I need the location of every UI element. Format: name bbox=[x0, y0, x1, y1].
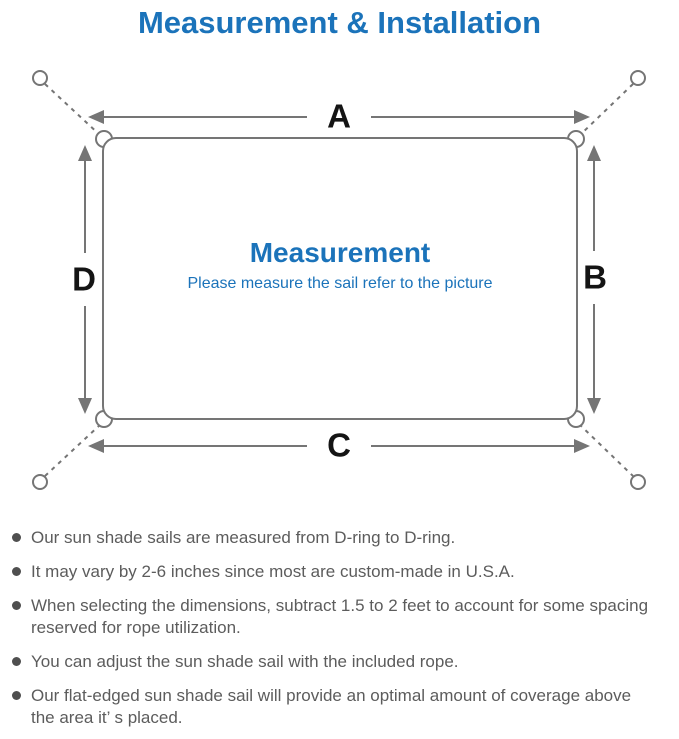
bullet-icon bbox=[12, 691, 21, 700]
dashed-rope-bottom-left bbox=[44, 423, 102, 477]
dimension-label-a: A bbox=[317, 99, 361, 133]
center-subtitle: Please measure the sail refer to the pic… bbox=[187, 275, 493, 292]
dimension-arrow-c bbox=[88, 439, 590, 453]
sail-diagram-svg bbox=[32, 70, 646, 490]
note-text: Our flat-edged sun shade sail will provi… bbox=[31, 686, 632, 705]
dimension-label-c: C bbox=[317, 428, 361, 462]
list-item: Our sun shade sails are measured from D-… bbox=[12, 527, 672, 549]
dimension-arrow-b bbox=[587, 145, 601, 414]
anchor-circle-bottom-left bbox=[32, 474, 48, 490]
bullet-icon bbox=[12, 533, 21, 542]
sail-outline bbox=[102, 137, 578, 420]
note-text: You can adjust the sun shade sail with t… bbox=[31, 652, 459, 671]
dimension-label-d: D bbox=[70, 256, 98, 302]
bullet-icon bbox=[12, 657, 21, 666]
note-text: It may vary by 2-6 inches since most are… bbox=[31, 562, 515, 581]
list-item: It may vary by 2-6 inches since most are… bbox=[12, 561, 672, 583]
center-heading: Measurement bbox=[249, 237, 431, 268]
sail-center-text: Measurement Please measure the sail refe… bbox=[130, 237, 550, 293]
dimension-arrow-a bbox=[88, 110, 590, 124]
anchor-circle-top-left bbox=[32, 70, 48, 86]
dashed-rope-top-right bbox=[578, 83, 634, 137]
list-item: When selecting the dimensions, subtract … bbox=[12, 595, 672, 639]
anchor-circle-bottom-right bbox=[630, 474, 646, 490]
bullet-icon bbox=[12, 567, 21, 576]
note-text: Our sun shade sails are measured from D-… bbox=[31, 528, 456, 547]
anchor-circle-top-right bbox=[630, 70, 646, 86]
dimension-arrow-d bbox=[78, 145, 92, 414]
measurement-diagram: A D B C Measurement Please measure the s… bbox=[0, 55, 679, 505]
bullet-icon bbox=[12, 601, 21, 610]
notes-list: Our sun shade sails are measured from D-… bbox=[0, 527, 672, 729]
dimension-label-b: B bbox=[581, 254, 609, 300]
dashed-rope-top-left bbox=[44, 83, 102, 137]
note-text: the area it’ s placed. bbox=[31, 708, 183, 727]
list-item: You can adjust the sun shade sail with t… bbox=[12, 651, 672, 673]
page-title: Measurement & Installation bbox=[137, 5, 542, 40]
note-text: reserved for rope utilization. bbox=[31, 618, 241, 637]
note-text: When selecting the dimensions, subtract … bbox=[31, 596, 649, 615]
list-item: Our flat-edged sun shade sail will provi… bbox=[12, 685, 672, 729]
dashed-rope-bottom-right bbox=[578, 423, 634, 477]
